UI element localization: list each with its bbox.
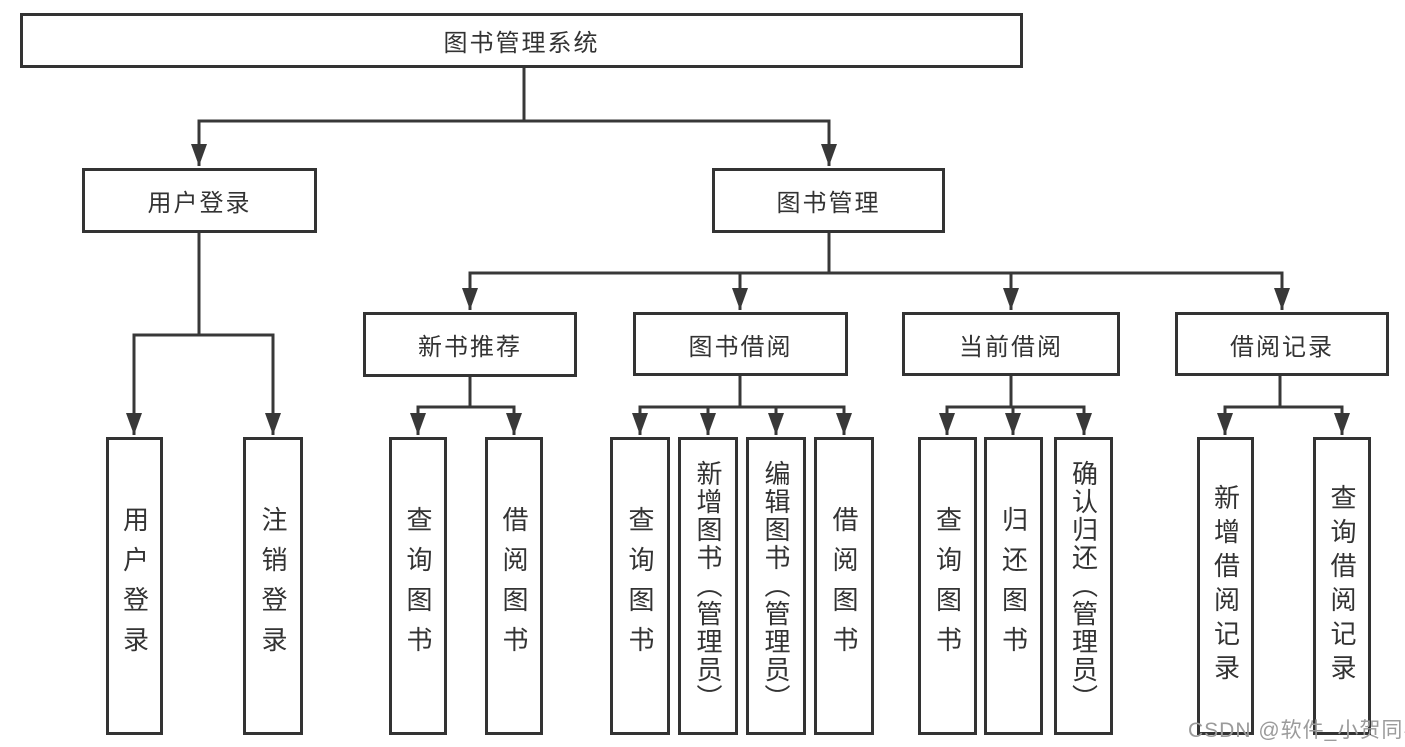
- leaf-query-books-recommend: 查询图书: [389, 437, 447, 735]
- node-new-book-recommendation: 新书推荐: [363, 312, 577, 377]
- leaf-label: 查询借阅记录: [1327, 484, 1357, 688]
- leaf-label: 查询图书: [625, 506, 655, 666]
- leaf-label: 编辑图书（管理员）: [761, 460, 791, 712]
- node-borrowing-records: 借阅记录: [1175, 312, 1389, 376]
- leaf-label: 确认归还（管理员）: [1068, 460, 1099, 712]
- leaf-label: 查询图书: [932, 506, 963, 666]
- watermark-text: CSDN @软件_小贺同学: [1188, 719, 1405, 742]
- leaf-add-books-admin: 新增图书（管理员）: [678, 437, 738, 735]
- leaf-logout: 注销登录: [243, 437, 303, 735]
- leaf-edit-books-admin: 编辑图书（管理员）: [746, 437, 806, 735]
- leaf-label: 新增借阅记录: [1210, 484, 1241, 688]
- leaf-user-login: 用户登录: [106, 437, 163, 735]
- node-book-management: 图书管理: [712, 168, 945, 233]
- leaf-label: 查询图书: [403, 506, 433, 666]
- leaf-label: 借阅图书: [829, 506, 859, 666]
- node-current-borrowing: 当前借阅: [902, 312, 1120, 376]
- leaf-return-books: 归还图书: [984, 437, 1043, 735]
- leaf-label: 借阅图书: [499, 506, 529, 666]
- leaf-query-books-current: 查询图书: [918, 437, 977, 735]
- node-book-borrowing: 图书借阅: [633, 312, 848, 376]
- leaf-label: 用户登录: [119, 506, 150, 666]
- leaf-query-books-borrowing: 查询图书: [610, 437, 670, 735]
- leaf-add-borrow-record: 新增借阅记录: [1197, 437, 1254, 735]
- leaf-label: 新增图书（管理员）: [693, 460, 723, 712]
- node-user-login: 用户登录: [82, 168, 317, 233]
- leaf-query-borrow-record: 查询借阅记录: [1313, 437, 1371, 735]
- node-library-management-system: 图书管理系统: [20, 13, 1023, 68]
- leaf-label: 归还图书: [998, 506, 1029, 666]
- leaf-label: 注销登录: [258, 506, 288, 666]
- leaf-borrow-books-recommend: 借阅图书: [485, 437, 543, 735]
- leaf-confirm-return-admin: 确认归还（管理员）: [1054, 437, 1113, 735]
- leaf-borrow-books-borrowing: 借阅图书: [814, 437, 874, 735]
